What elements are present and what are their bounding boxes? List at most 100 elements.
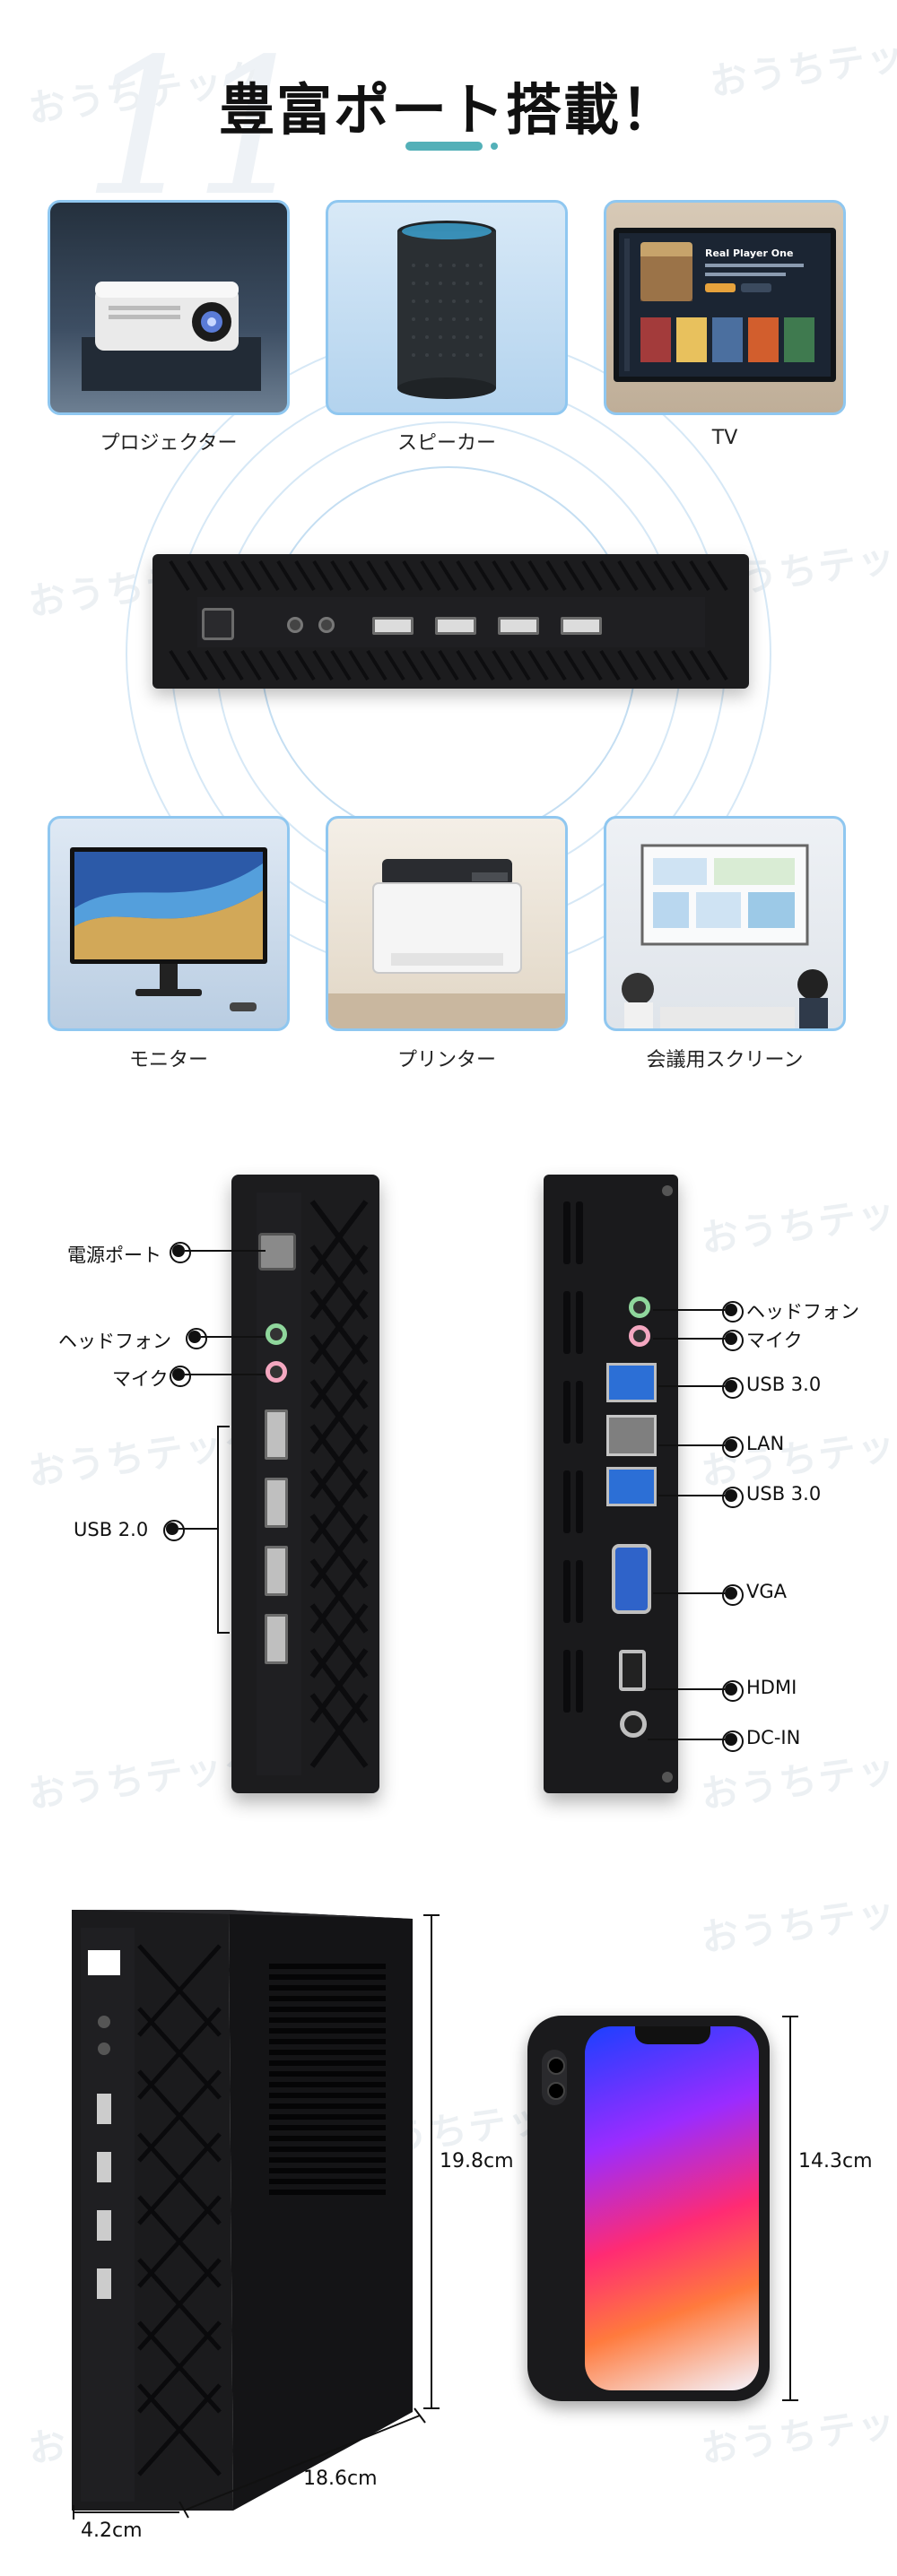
phone-dimension-line [789, 2016, 791, 2401]
dimension-tick [423, 2407, 440, 2409]
vga-port [612, 1544, 651, 1614]
front-panel [231, 1175, 379, 1793]
smartphone [527, 2016, 770, 2401]
title-underline [405, 142, 483, 151]
hdmi-port [619, 1650, 646, 1691]
page-title: 豊富ポート搭載！ [218, 77, 678, 143]
usb-port [498, 617, 539, 635]
rear-label-lan: LAN [746, 1433, 785, 1454]
rear-label-hdmi: HDMI [746, 1677, 797, 1698]
callout-dot [722, 1377, 744, 1399]
mic-jack [266, 1361, 287, 1383]
usb-port [435, 617, 476, 635]
vent-grille [169, 559, 728, 681]
front-label-usb2: USB 2.0 [74, 1519, 149, 1540]
dimension-tick [782, 2016, 798, 2017]
callout-dot [722, 1680, 744, 1702]
mic-jack [629, 1325, 650, 1347]
mic-jack [318, 617, 335, 633]
front-label-mic: マイク [112, 1368, 169, 1390]
headphone-jack [287, 617, 303, 633]
conference-screen-label: 会議用スクリーン [646, 1049, 804, 1071]
power-button[interactable] [258, 1233, 296, 1271]
usb3-port [606, 1363, 657, 1402]
usb-port [265, 1409, 288, 1460]
usb-port [265, 1478, 288, 1528]
callout-line [658, 1444, 725, 1446]
callout-line [185, 1374, 266, 1375]
mini-pc-3d [72, 1910, 413, 2511]
watermark: おうちテック [698, 1883, 897, 1961]
printer-card [326, 816, 568, 1031]
phone-screen [585, 2026, 759, 2390]
tv-card: Real Player One [604, 200, 846, 415]
callout-dot [722, 1436, 744, 1458]
rear-panel [544, 1175, 678, 1793]
lan-port [606, 1415, 657, 1456]
speaker-label: スピーカー [396, 432, 496, 455]
callout-line [648, 1739, 725, 1740]
usb-bracket-line [217, 1426, 230, 1427]
section-number-badge: 11 [83, 18, 313, 238]
tv-icon: Real Player One [614, 228, 836, 382]
power-button[interactable] [202, 608, 234, 640]
projector-card [48, 200, 290, 415]
tv-label: TV [711, 427, 738, 449]
callout-line [653, 1309, 725, 1311]
usb-port [561, 617, 602, 635]
callout-line [658, 1495, 725, 1496]
callout-dot [170, 1366, 191, 1387]
callout-dot [163, 1520, 185, 1541]
phone-height-label: 14.3cm [798, 2150, 873, 2173]
height-dimension-line [431, 1914, 432, 2407]
usb3-port [606, 1467, 657, 1506]
printer-label: プリンター [396, 1049, 496, 1071]
rear-label-headphone: ヘッドフォン [746, 1301, 859, 1323]
callout-dot [722, 1730, 744, 1752]
callout-line [201, 1336, 266, 1338]
front-vent-grille [257, 1193, 369, 1775]
dc-in-port [620, 1711, 647, 1738]
callout-dot [186, 1328, 207, 1349]
headphone-jack [266, 1323, 287, 1345]
callout-line [653, 1592, 725, 1594]
phone-notch [635, 2026, 710, 2044]
pc-depth-label: 18.6cm [303, 2468, 378, 2490]
callout-dot [170, 1242, 191, 1263]
rear-label-usb3-top: USB 3.0 [746, 1374, 822, 1395]
callout-dot [722, 1584, 744, 1606]
watermark: おうちテック [25, 1739, 266, 1817]
projector-icon [82, 282, 261, 391]
watermark: おうちテック [698, 1184, 897, 1262]
monitor-label: モニター [128, 1049, 208, 1071]
usb-port [372, 617, 414, 635]
callout-dot [722, 1301, 744, 1323]
speaker-card [326, 200, 568, 415]
callout-line [179, 1528, 217, 1530]
usb-bracket-line [217, 1632, 230, 1634]
rear-label-vga: VGA [746, 1581, 788, 1602]
camera-lens [547, 2082, 565, 2100]
camera-lens [547, 2057, 565, 2075]
depth-width-dimension-lines [73, 2407, 426, 2520]
callout-line [185, 1250, 266, 1252]
usb-bracket-line [217, 1426, 219, 1634]
dimension-tick [782, 2399, 798, 2401]
callout-line [648, 1688, 725, 1690]
rear-label-mic: マイク [746, 1330, 803, 1351]
pc-height-label: 19.8cm [440, 2150, 514, 2173]
pc-width-label: 4.2cm [81, 2520, 143, 2542]
usb-port [265, 1614, 288, 1664]
callout-dot [722, 1330, 744, 1351]
conference-screen-icon [622, 844, 828, 1028]
printer-icon [328, 859, 565, 1028]
dimension-tick [423, 1914, 440, 1916]
front-label-headphone: ヘッドフォン [58, 1331, 171, 1352]
monitor-icon [70, 847, 267, 1011]
callout-line [658, 1385, 725, 1387]
headphone-jack [629, 1297, 650, 1318]
title-underline-dot [491, 143, 498, 150]
front-label-power: 電源ポート [67, 1245, 161, 1266]
projector-label: プロジェクター [100, 432, 238, 455]
usb-port [265, 1546, 288, 1596]
